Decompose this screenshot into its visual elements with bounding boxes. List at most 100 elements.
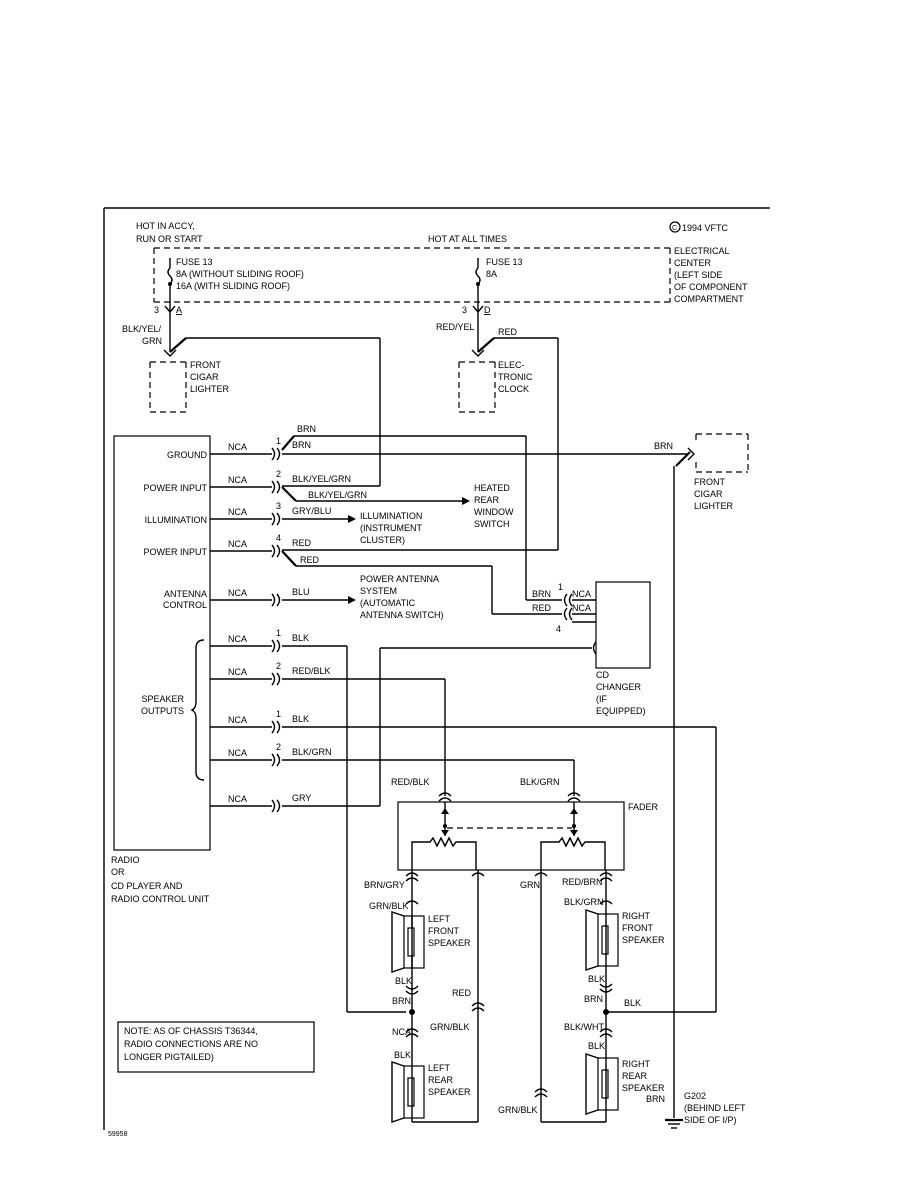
row-8-wire: BLK/GRN — [292, 747, 332, 757]
antenna-label-1: ANTENNA — [164, 589, 207, 599]
nca-lr-label: NCA — [392, 1027, 411, 1037]
blk-yel-grn-label-2: GRN — [142, 336, 162, 346]
fader-red-blk-label: RED/BLK — [391, 777, 430, 787]
illumination-target-2: (INSTRUMENT — [360, 523, 422, 533]
fuse-2-rating: 8A — [486, 269, 497, 279]
antenna-label-2: CONTROL — [163, 600, 207, 610]
row-5-connector — [271, 639, 281, 653]
fader-box — [397, 801, 625, 871]
hot-accy-label: HOT IN ACCY, — [136, 221, 195, 231]
lr-conn — [405, 1028, 419, 1038]
row-0-pin: 1 — [276, 436, 281, 446]
blk-yel-grn-branch-label: BLK/YEL/GRN — [308, 490, 367, 500]
brn-right-label: BRN — [654, 441, 673, 451]
cd-changer-label-3: (IF — [596, 694, 607, 704]
front-cigar-label-1: FRONT — [190, 360, 221, 370]
right-front-speaker — [585, 909, 619, 971]
row-3-connector — [271, 544, 281, 558]
note-line-3: LONGER PIGTAILED) — [124, 1052, 214, 1062]
cd-pin-1: 1 — [558, 582, 563, 592]
red-mid-conn — [471, 1002, 485, 1012]
illumination-target-1: ILLUMINATION — [360, 511, 422, 521]
row-7-nca: NCA — [228, 715, 247, 725]
run-start-label: RUN OR START — [136, 234, 203, 244]
ground-symbol — [665, 1118, 683, 1129]
brn-cd-wire — [281, 435, 562, 601]
note-box — [117, 1021, 315, 1073]
row-2-pin: 3 — [276, 501, 281, 511]
copyright-mark: C 1994 VFTC — [669, 221, 729, 233]
row-4-wire: BLU — [292, 587, 310, 597]
rr-speaker-label-3: SPEAKER — [622, 1083, 665, 1093]
cd-red-label: RED — [532, 603, 552, 613]
row-5-wire: BLK — [292, 633, 309, 643]
red-brn-label: RED/BRN — [562, 877, 603, 887]
rf-speaker-label-1: RIGHT — [622, 911, 651, 921]
fader-label: FADER — [628, 802, 659, 812]
fader-internals — [411, 802, 606, 870]
radio-caption-1: RADIO — [111, 855, 140, 865]
row-2-connector — [271, 512, 281, 526]
lf-speaker-label-1: LEFT — [428, 914, 451, 924]
row-4-arrow — [348, 596, 356, 604]
row-8-nca: NCA — [228, 748, 247, 758]
red-label-top: RED — [498, 327, 518, 337]
illumination-target-3: CLUSTER) — [360, 535, 405, 545]
row-2-arrow — [348, 515, 356, 523]
grn-blk-bottom-conn — [534, 1088, 548, 1098]
cd-connector-1 — [563, 593, 573, 607]
g202-label-2: (BEHIND LEFT — [684, 1103, 746, 1113]
elec-center-line-2: CENTER — [674, 258, 712, 268]
clock-label-1: ELEC- — [498, 360, 525, 370]
blk-right-label: BLK — [624, 998, 641, 1008]
row-9-wire: GRY — [292, 793, 311, 803]
lf-speaker-label-2: FRONT — [428, 926, 459, 936]
blk-lf-label: BLK — [395, 976, 412, 986]
fader-conn-right — [567, 792, 581, 802]
row-8-connector — [271, 753, 281, 767]
row-1-connector — [271, 480, 281, 494]
fuse-13-right — [475, 258, 481, 312]
electronic-clock — [458, 361, 496, 413]
clock-label-2: TRONIC — [498, 372, 533, 382]
blk-grn-rf-label: BLK/GRN — [564, 897, 604, 907]
row-7-pin: 1 — [276, 709, 281, 719]
row-0-connector — [271, 447, 281, 461]
right-cigar-label-2: CIGAR — [694, 489, 723, 499]
brn-gry-label: BRN/GRY — [364, 880, 405, 890]
rf-conn-bottom — [599, 983, 613, 993]
rf-conn-top — [599, 900, 613, 905]
cd-nca-1: NCA — [572, 589, 591, 599]
red-mid-label: RED — [452, 988, 472, 998]
fuse-2-name: FUSE 13 — [486, 257, 523, 267]
copyright-symbol: C — [672, 225, 677, 232]
clock-label-3: CLOCK — [498, 384, 529, 394]
power-antenna-label-4: ANTENNA SWITCH) — [360, 610, 444, 620]
power-input-2-label: POWER INPUT — [143, 547, 207, 557]
row-1-pin: 2 — [276, 469, 281, 479]
row-9-nca: NCA — [228, 794, 247, 804]
left-front-speaker — [391, 911, 425, 973]
row-8-pin: 2 — [276, 742, 281, 752]
blk-yel-grn-label-1: BLK/YEL/ — [122, 324, 162, 334]
lf-conn-bottom — [405, 985, 419, 995]
cd-connector-2 — [563, 607, 573, 621]
red-cd-wire — [281, 550, 562, 615]
row-6-nca: NCA — [228, 667, 247, 677]
red-branch-label: RED — [300, 555, 320, 565]
row-7-wire: BLK — [292, 714, 309, 724]
radio-caption-4: RADIO CONTROL UNIT — [111, 894, 210, 904]
fuse-2-pin-letter: D — [484, 305, 491, 315]
radio-unit — [113, 435, 211, 851]
grn-blk-lf-label: GRN/BLK — [369, 901, 409, 911]
lr-speaker-label-1: LEFT — [428, 1063, 451, 1073]
rf-splice — [603, 1009, 609, 1015]
cd-gry-connector — [592, 641, 597, 655]
fuse-1-pin-num: 3 — [154, 305, 159, 315]
grn-label: GRN — [520, 880, 540, 890]
row-3-pin: 4 — [276, 533, 281, 543]
heated-rear-label-2: REAR — [474, 495, 500, 505]
fader-output-wires — [405, 870, 613, 1123]
row-6-pin: 2 — [276, 661, 281, 671]
row-4-nca: NCA — [228, 588, 247, 598]
